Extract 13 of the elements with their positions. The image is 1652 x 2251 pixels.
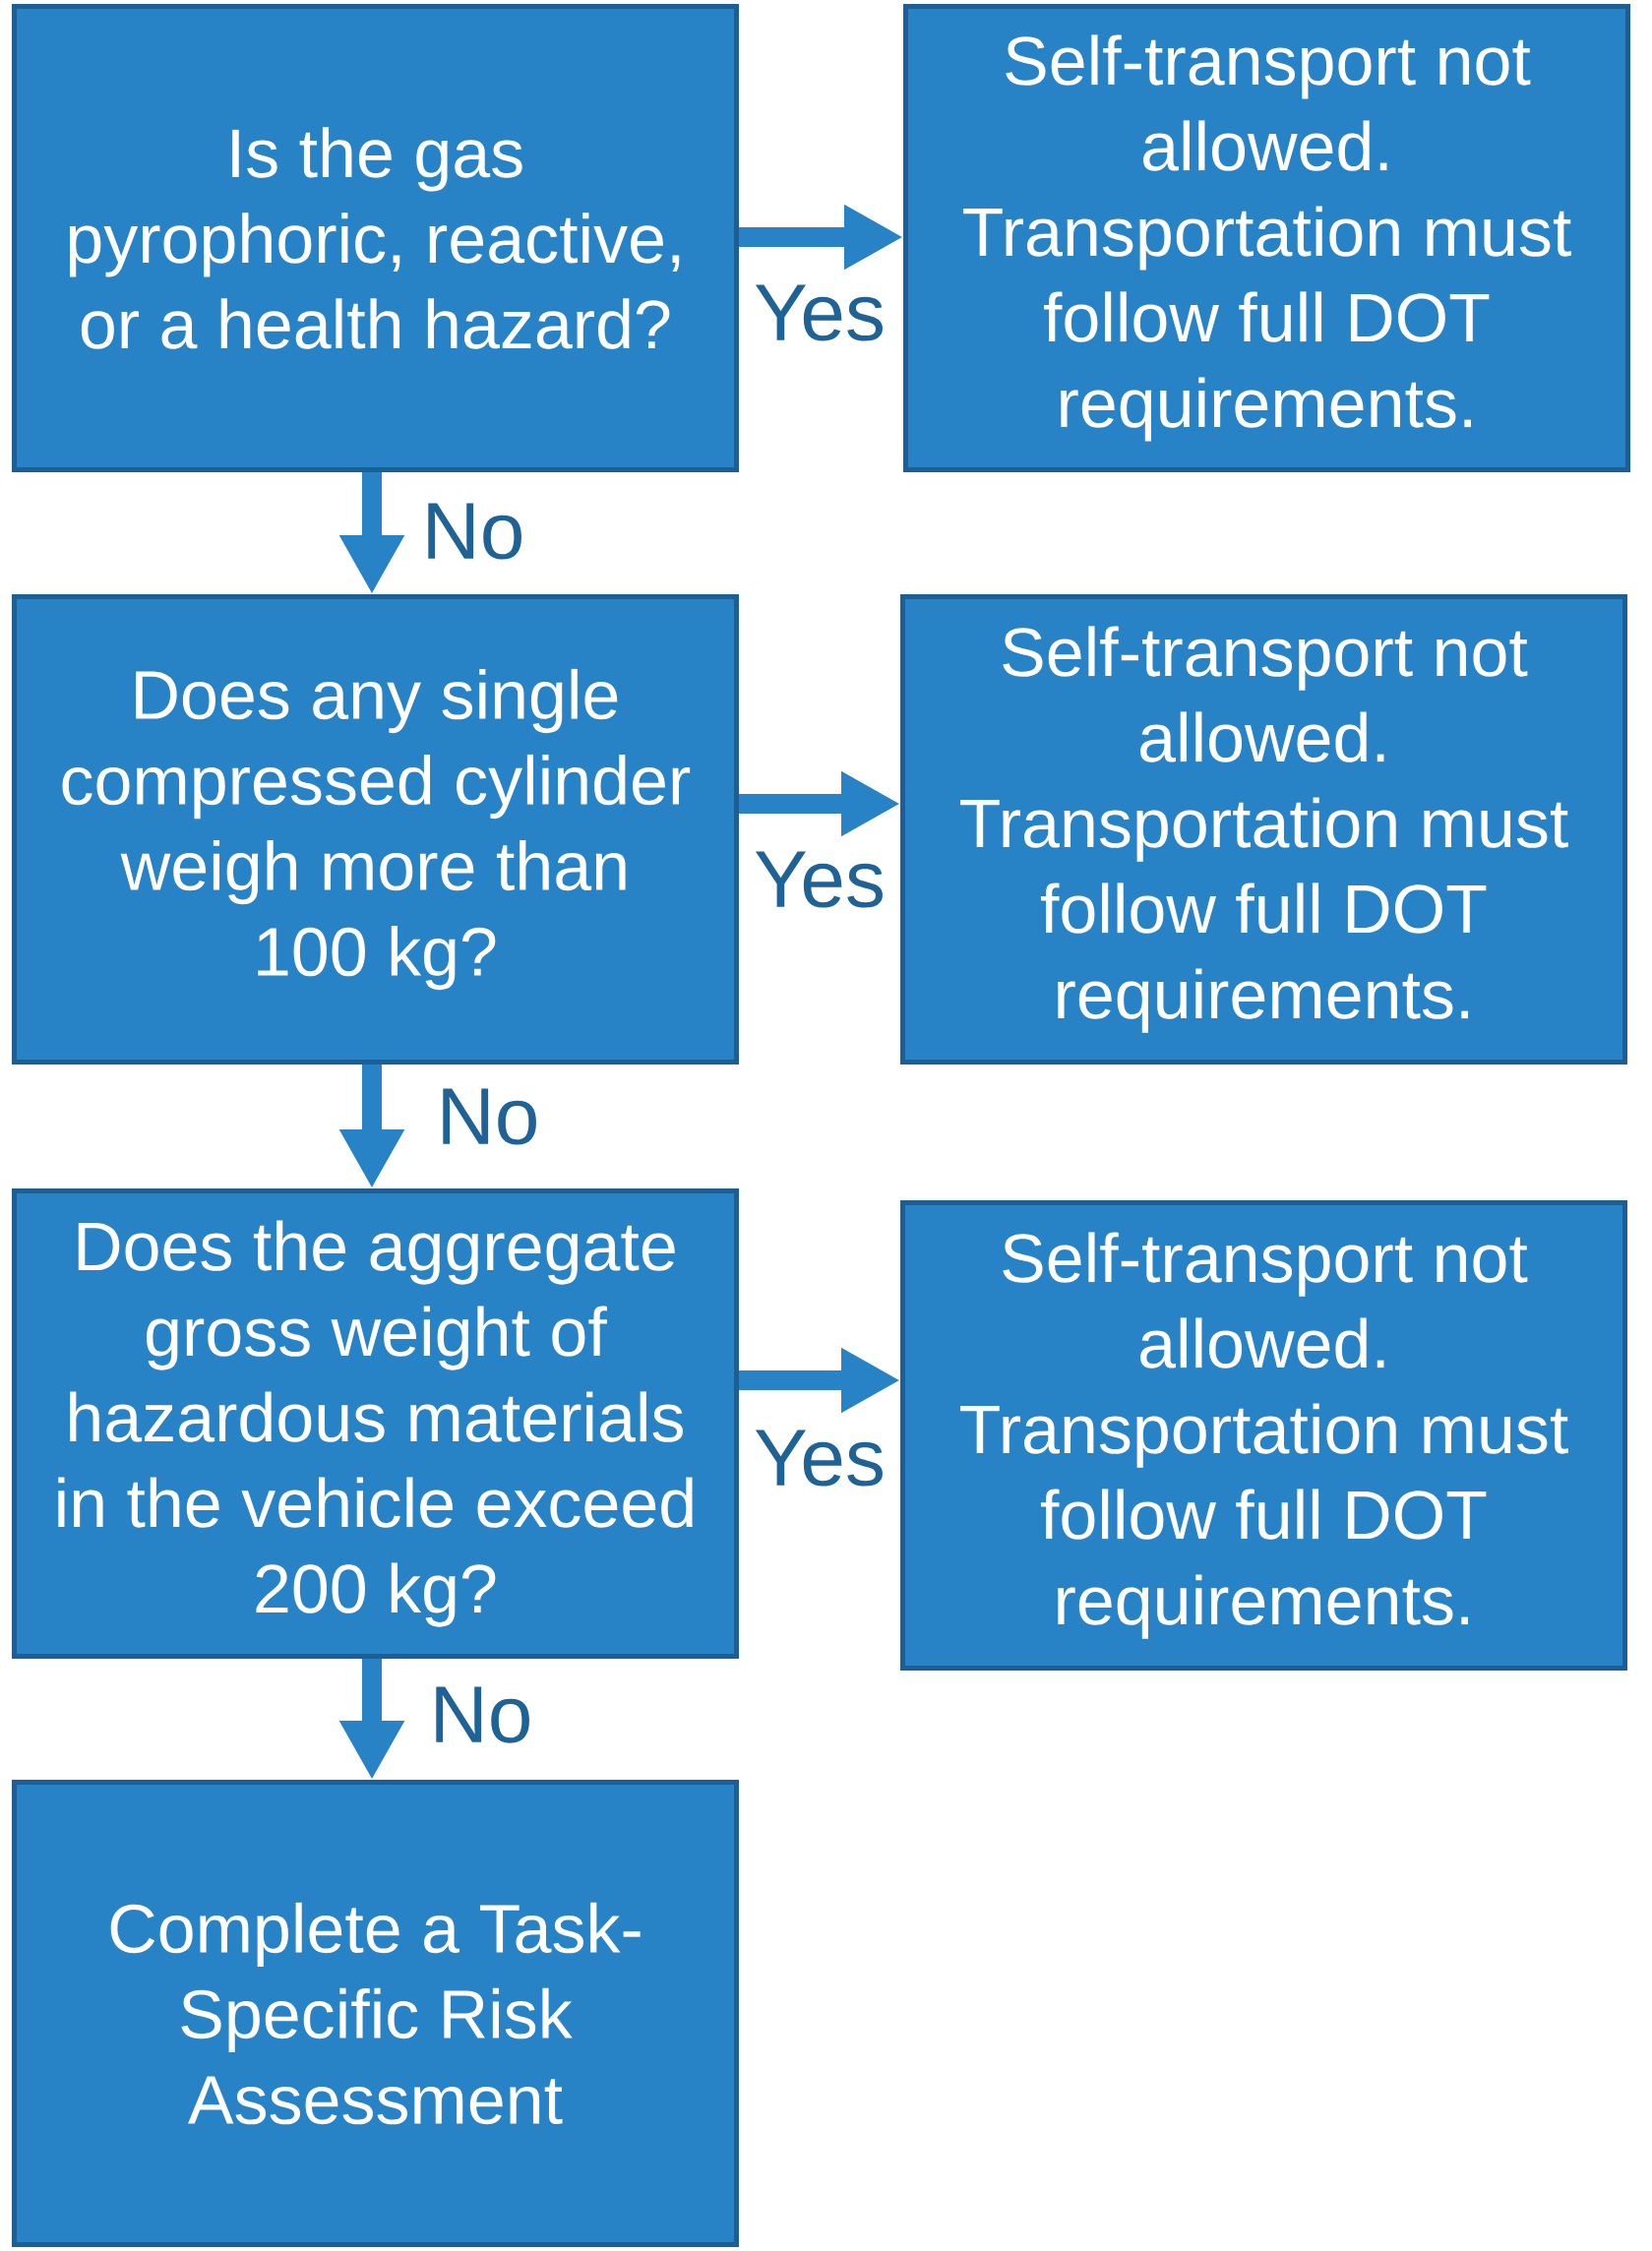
edge-label: Yes: [755, 1430, 883, 1487]
decision-box: Does any single compressed cylinder weigh more than 100 kg?: [12, 594, 739, 1065]
edge-label: No: [443, 1088, 536, 1145]
outcome-box: Self-transport not allowed. Transportation must follow full DOT requirements.: [903, 4, 1630, 472]
outcome-box: Self-transport not allowed. Transportation must follow full DOT requirements.: [900, 1200, 1627, 1671]
outcome-box: Self-transport not allowed. Transportation must follow full DOT requirements.: [900, 594, 1627, 1065]
decision-box: Does the aggregate gross weight of hazardous materials in the vehicle exceed 200 kg?: [12, 1188, 739, 1659]
edge-label: No: [436, 1686, 529, 1743]
process-box: Complete a Task-Specific Risk Assessment: [12, 1780, 739, 2248]
edge-label: Yes: [755, 851, 883, 908]
edge-label: Yes: [755, 284, 883, 341]
decision-box: Is the gas pyrophoric, reactive, or a health hazard?: [12, 4, 739, 472]
edge-label: No: [428, 503, 521, 560]
